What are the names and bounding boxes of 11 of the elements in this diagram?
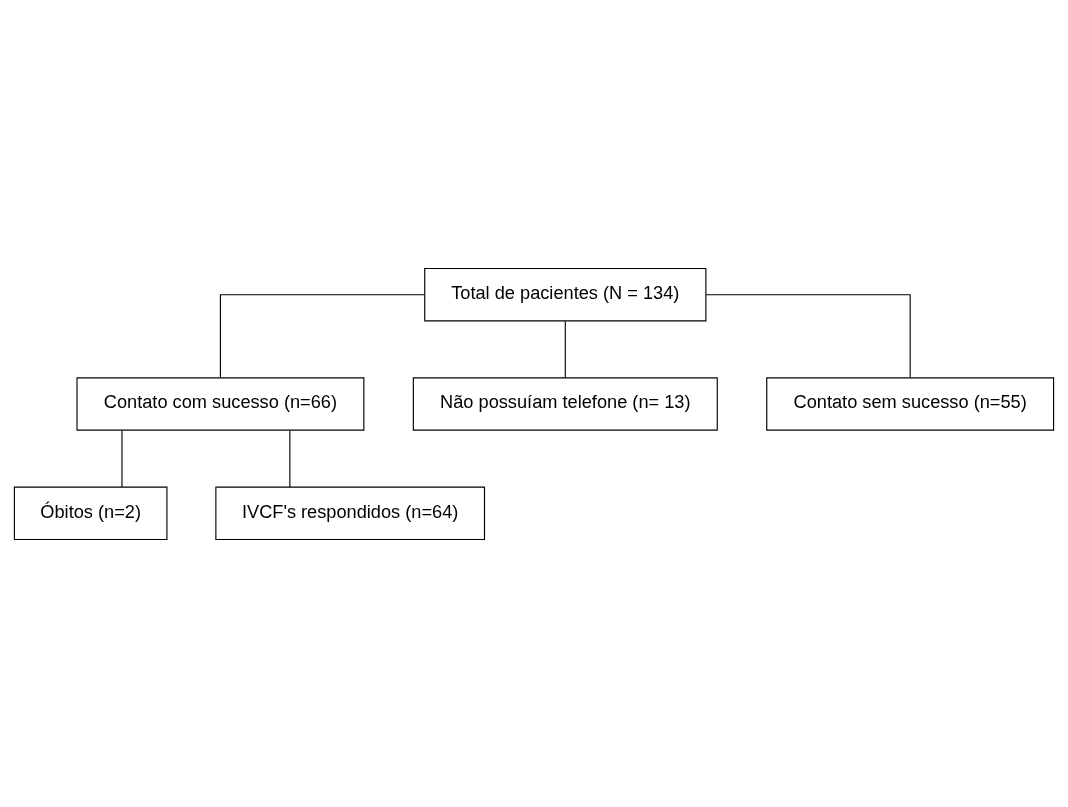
connector (121, 429, 123, 488)
node-box: IVCF's respondidos (n=64) (215, 486, 486, 540)
connector (564, 320, 566, 378)
connector (705, 293, 911, 378)
node-box: Contato com sucesso (n=66) (76, 376, 365, 431)
connector (289, 429, 291, 488)
node-box: Total de pacientes (N = 134) (424, 267, 707, 321)
connector (219, 293, 426, 378)
node-box: Não possuíam telefone (n= 13) (412, 376, 718, 431)
node-box: Contato sem sucesso (n=55) (766, 376, 1055, 431)
node-box: Óbitos (n=2) (13, 486, 168, 540)
